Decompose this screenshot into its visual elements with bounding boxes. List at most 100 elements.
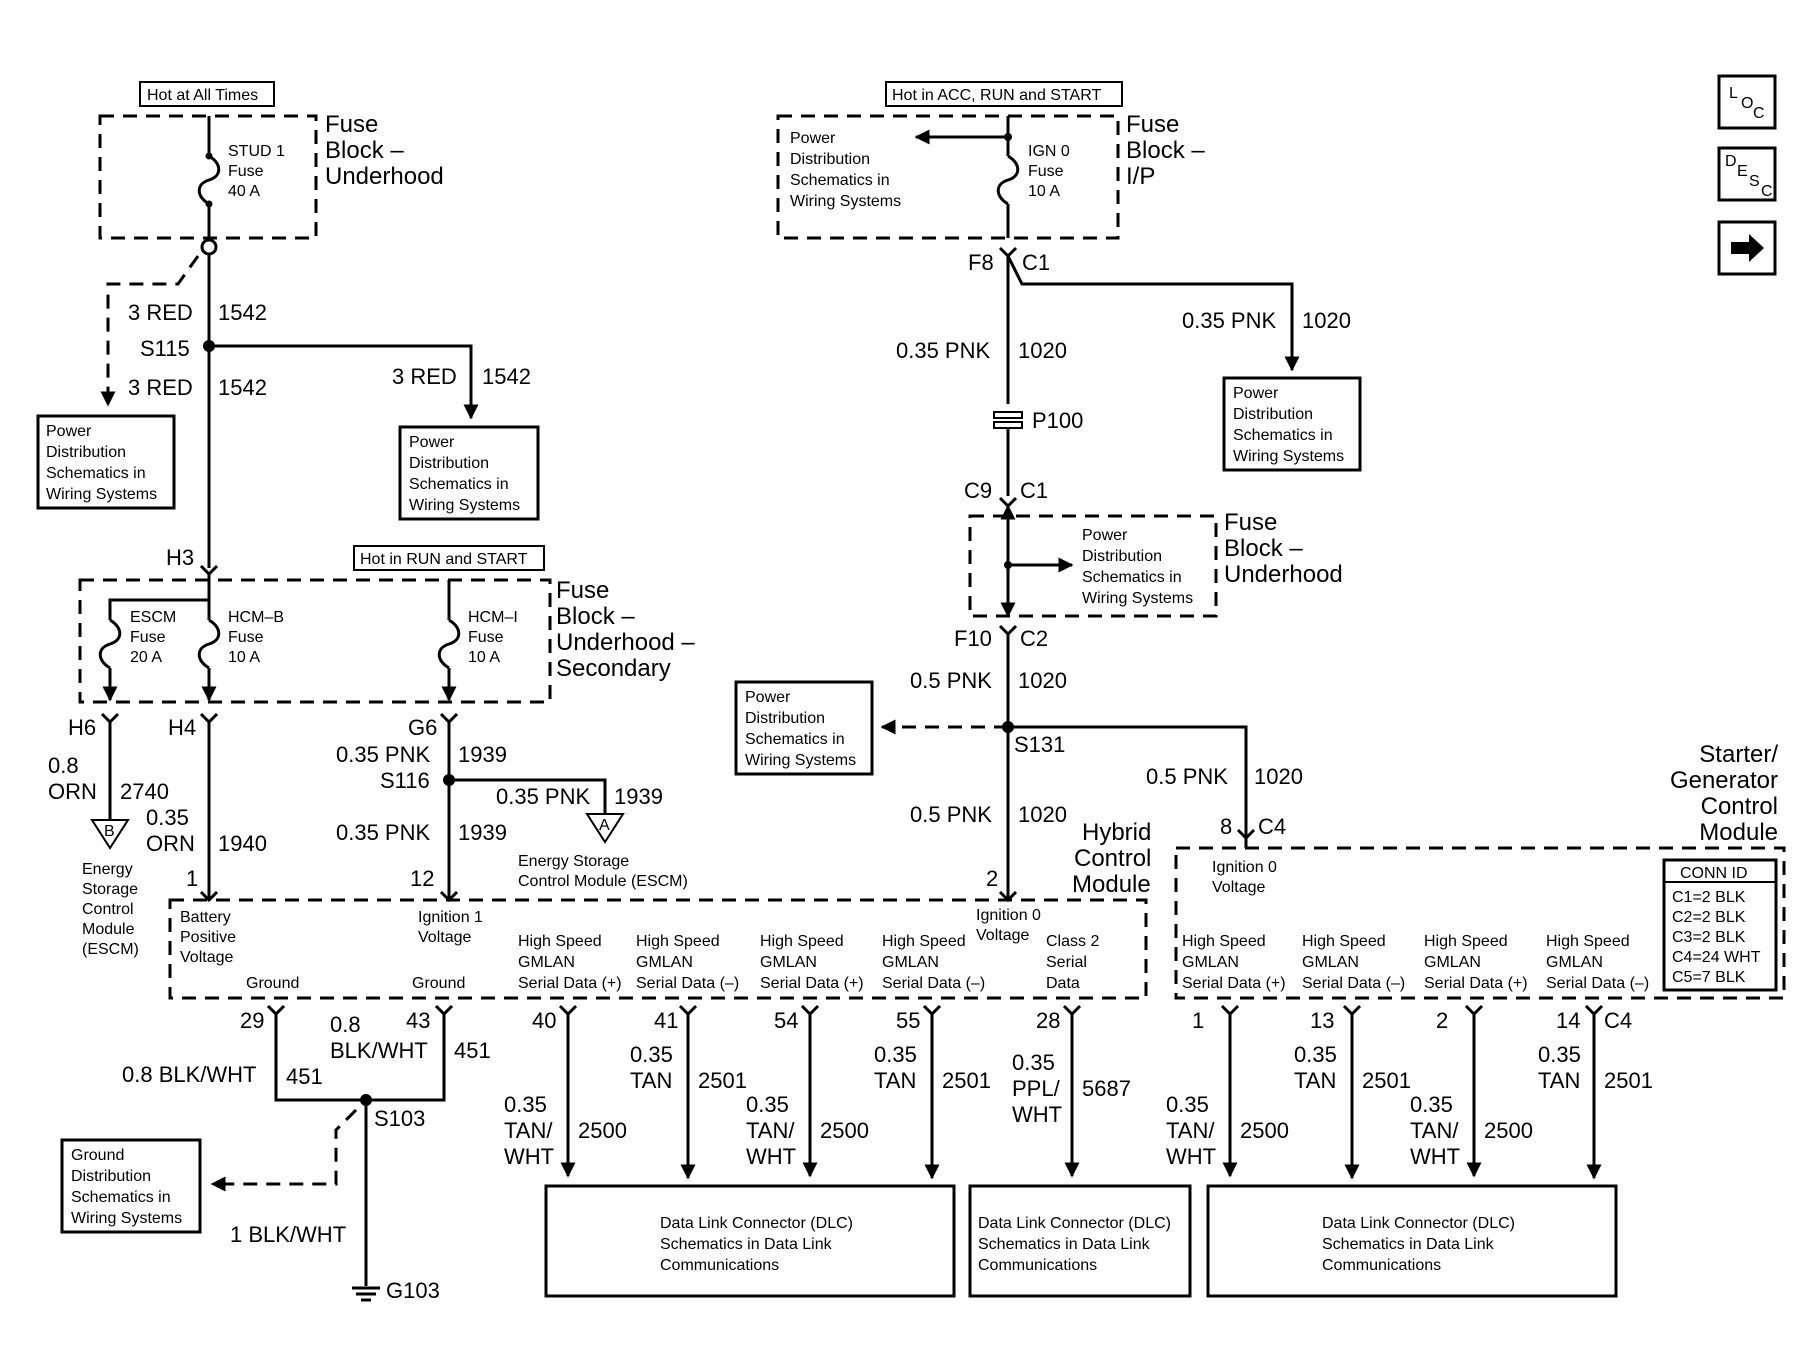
hot-at-all-times-label-box (139, 81, 275, 107)
gd-1: Ground (71, 1147, 124, 1164)
fuse-escm-icon (98, 618, 122, 670)
pin-8: 8 (1220, 814, 1232, 839)
splice-label-s103: S103 (374, 1106, 425, 1131)
pd-s131-4: Wiring Systems (745, 752, 856, 769)
fuse-block-secondary-title-1: Fuse (556, 577, 609, 604)
wire-label-035-h: 0.35 (1410, 1092, 1453, 1117)
loc-button[interactable]: L O C (1717, 74, 1777, 130)
pin-28: 28 (1036, 1008, 1060, 1033)
power-distribution-box-left[interactable] (36, 414, 176, 510)
connector-h6-icon (100, 712, 120, 725)
circuit-1939-b: 1939 (614, 784, 663, 809)
wire-label-035-d: 0.35 (874, 1042, 917, 1067)
reference-letter-a: A (599, 817, 610, 834)
hcm-title-1: Hybrid (1082, 819, 1151, 846)
sgcm-hs4-label-2: GMLAN (1546, 954, 1603, 971)
ground-distribution-box[interactable] (60, 1138, 202, 1234)
sgcm-hs4-label-1: High Speed (1546, 933, 1630, 950)
dlc-box-1[interactable] (544, 1184, 956, 1298)
splice-label-s116: S116 (380, 768, 430, 793)
sgcm-hs1-label-3: Serial Data (+) (1182, 975, 1286, 992)
wire-label-wht-e: WHT (1012, 1102, 1062, 1127)
pd-underhood2-3: Schematics in (1082, 569, 1182, 586)
hcm-ign0-label-2: Voltage (976, 927, 1029, 944)
pd-underhood2-2: Distribution (1082, 548, 1162, 565)
pd-midleft-2: Distribution (409, 455, 489, 472)
dlc-box-3[interactable] (1206, 1184, 1618, 1298)
hot-run-start-label-box (353, 545, 545, 571)
circuit-1940: 1940 (218, 831, 267, 856)
desc-letter-e: E (1737, 163, 1748, 180)
power-distribution-box-right[interactable] (1222, 376, 1362, 472)
wire-label-wht-c: WHT (746, 1144, 796, 1169)
loc-button-frame[interactable] (1717, 74, 1777, 130)
gd-4: Wiring Systems (71, 1210, 182, 1227)
pd-midleft-4: Wiring Systems (409, 497, 520, 514)
fuse-hcmi-label-1: HCM–I (468, 609, 518, 626)
connector-c2: C2 (1020, 626, 1048, 651)
desc-button[interactable]: D E S C (1717, 146, 1777, 202)
pd-s131-1: Power (745, 689, 791, 706)
wire-label-tanslash-a: TAN/ (504, 1118, 553, 1143)
connector-g6: G6 (408, 715, 437, 740)
hcm-class2-label-3: Data (1046, 975, 1080, 992)
wire-label-tan-i: TAN (1538, 1068, 1580, 1093)
sgcm-pin-14-icon (1584, 1004, 1604, 1017)
wire-label-1blkwht: 1 BLK/WHT (230, 1222, 346, 1247)
loc-letter-o: O (1741, 95, 1753, 112)
connector-f10-icon (998, 624, 1018, 637)
gd-2: Distribution (71, 1168, 151, 1185)
pin-41: 41 (654, 1008, 678, 1033)
hcm-hs3-label-2: GMLAN (760, 954, 817, 971)
sgcm-pin-1: 1 (1192, 1008, 1204, 1033)
wire-label-tanslash-c: TAN/ (746, 1118, 795, 1143)
hcm-hs3-label-3: Serial Data (+) (760, 975, 864, 992)
sgcm-hs1-label-1: High Speed (1182, 933, 1266, 950)
circuit-2501-d: 2501 (1604, 1068, 1653, 1093)
fuse-hcmb-label-2: Fuse (228, 629, 264, 646)
fuse-escm-label-3: 20 A (130, 649, 162, 666)
fuse-hcmb-icon (197, 618, 221, 670)
sgcm-hs2-label-1: High Speed (1302, 933, 1386, 950)
dlc-1-label-2: Schematics in Data Link (660, 1236, 833, 1253)
wire-label-tan-d: TAN (874, 1068, 916, 1093)
fuse-block-underhood-title-3: Underhood (325, 163, 444, 190)
pd-right-4: Wiring Systems (1233, 448, 1344, 465)
dlc-2-label-1: Data Link Connector (DLC) (978, 1215, 1171, 1232)
desc-letter-c: C (1761, 183, 1773, 200)
power-distribution-box-s131[interactable] (734, 680, 874, 776)
dlc-box-2[interactable] (968, 1184, 1192, 1298)
loc-letter-c: C (1753, 105, 1765, 122)
splice-label-s115: S115 (140, 336, 190, 361)
wire-label-ppl: PPL/ (1012, 1076, 1061, 1101)
power-distribution-box-midleft[interactable] (398, 425, 540, 521)
hot-run-start-label: Hot in RUN and START (360, 551, 528, 568)
hcm-battery-label-2: Positive (180, 929, 236, 946)
fuse-block-ip-outline (776, 114, 1120, 240)
reference-triangle-a[interactable] (585, 813, 625, 844)
hcm-title-3: Module (1072, 871, 1151, 898)
ground-icon (352, 1286, 380, 1302)
arrow-right-icon (1731, 234, 1764, 262)
connector-h3: H3 (166, 545, 194, 570)
fuse-escm-label-1: ESCM (130, 609, 176, 626)
dashed-branch-s103 (210, 1108, 358, 1192)
next-button[interactable] (1717, 220, 1777, 276)
reference-triangle-b[interactable] (90, 819, 130, 850)
pin-43: 43 (406, 1008, 430, 1033)
hot-acc-run-start-label: Hot in ACC, RUN and START (892, 87, 1101, 104)
pin-55: 55 (896, 1008, 920, 1033)
fuse-block-secondary-title-4: Secondary (556, 655, 671, 682)
hcm-hs2-label-1: High Speed (636, 933, 720, 950)
sgcm-title-3: Control (1701, 793, 1778, 820)
hcm-hs2-label-3: Serial Data (–) (636, 975, 739, 992)
desc-button-frame[interactable] (1717, 146, 1777, 202)
gd-3: Schematics in (71, 1189, 171, 1206)
hcm-class2-label-2: Serial (1046, 954, 1087, 971)
dlc-1-label-1: Data Link Connector (DLC) (660, 1215, 853, 1232)
circuit-1020-b: 1020 (1018, 338, 1067, 363)
splice-label-s131: S131 (1014, 732, 1065, 757)
pin-54-icon (800, 1004, 820, 1017)
fuse-block-secondary-outline (78, 578, 552, 704)
pd-left-2: Distribution (46, 444, 126, 461)
